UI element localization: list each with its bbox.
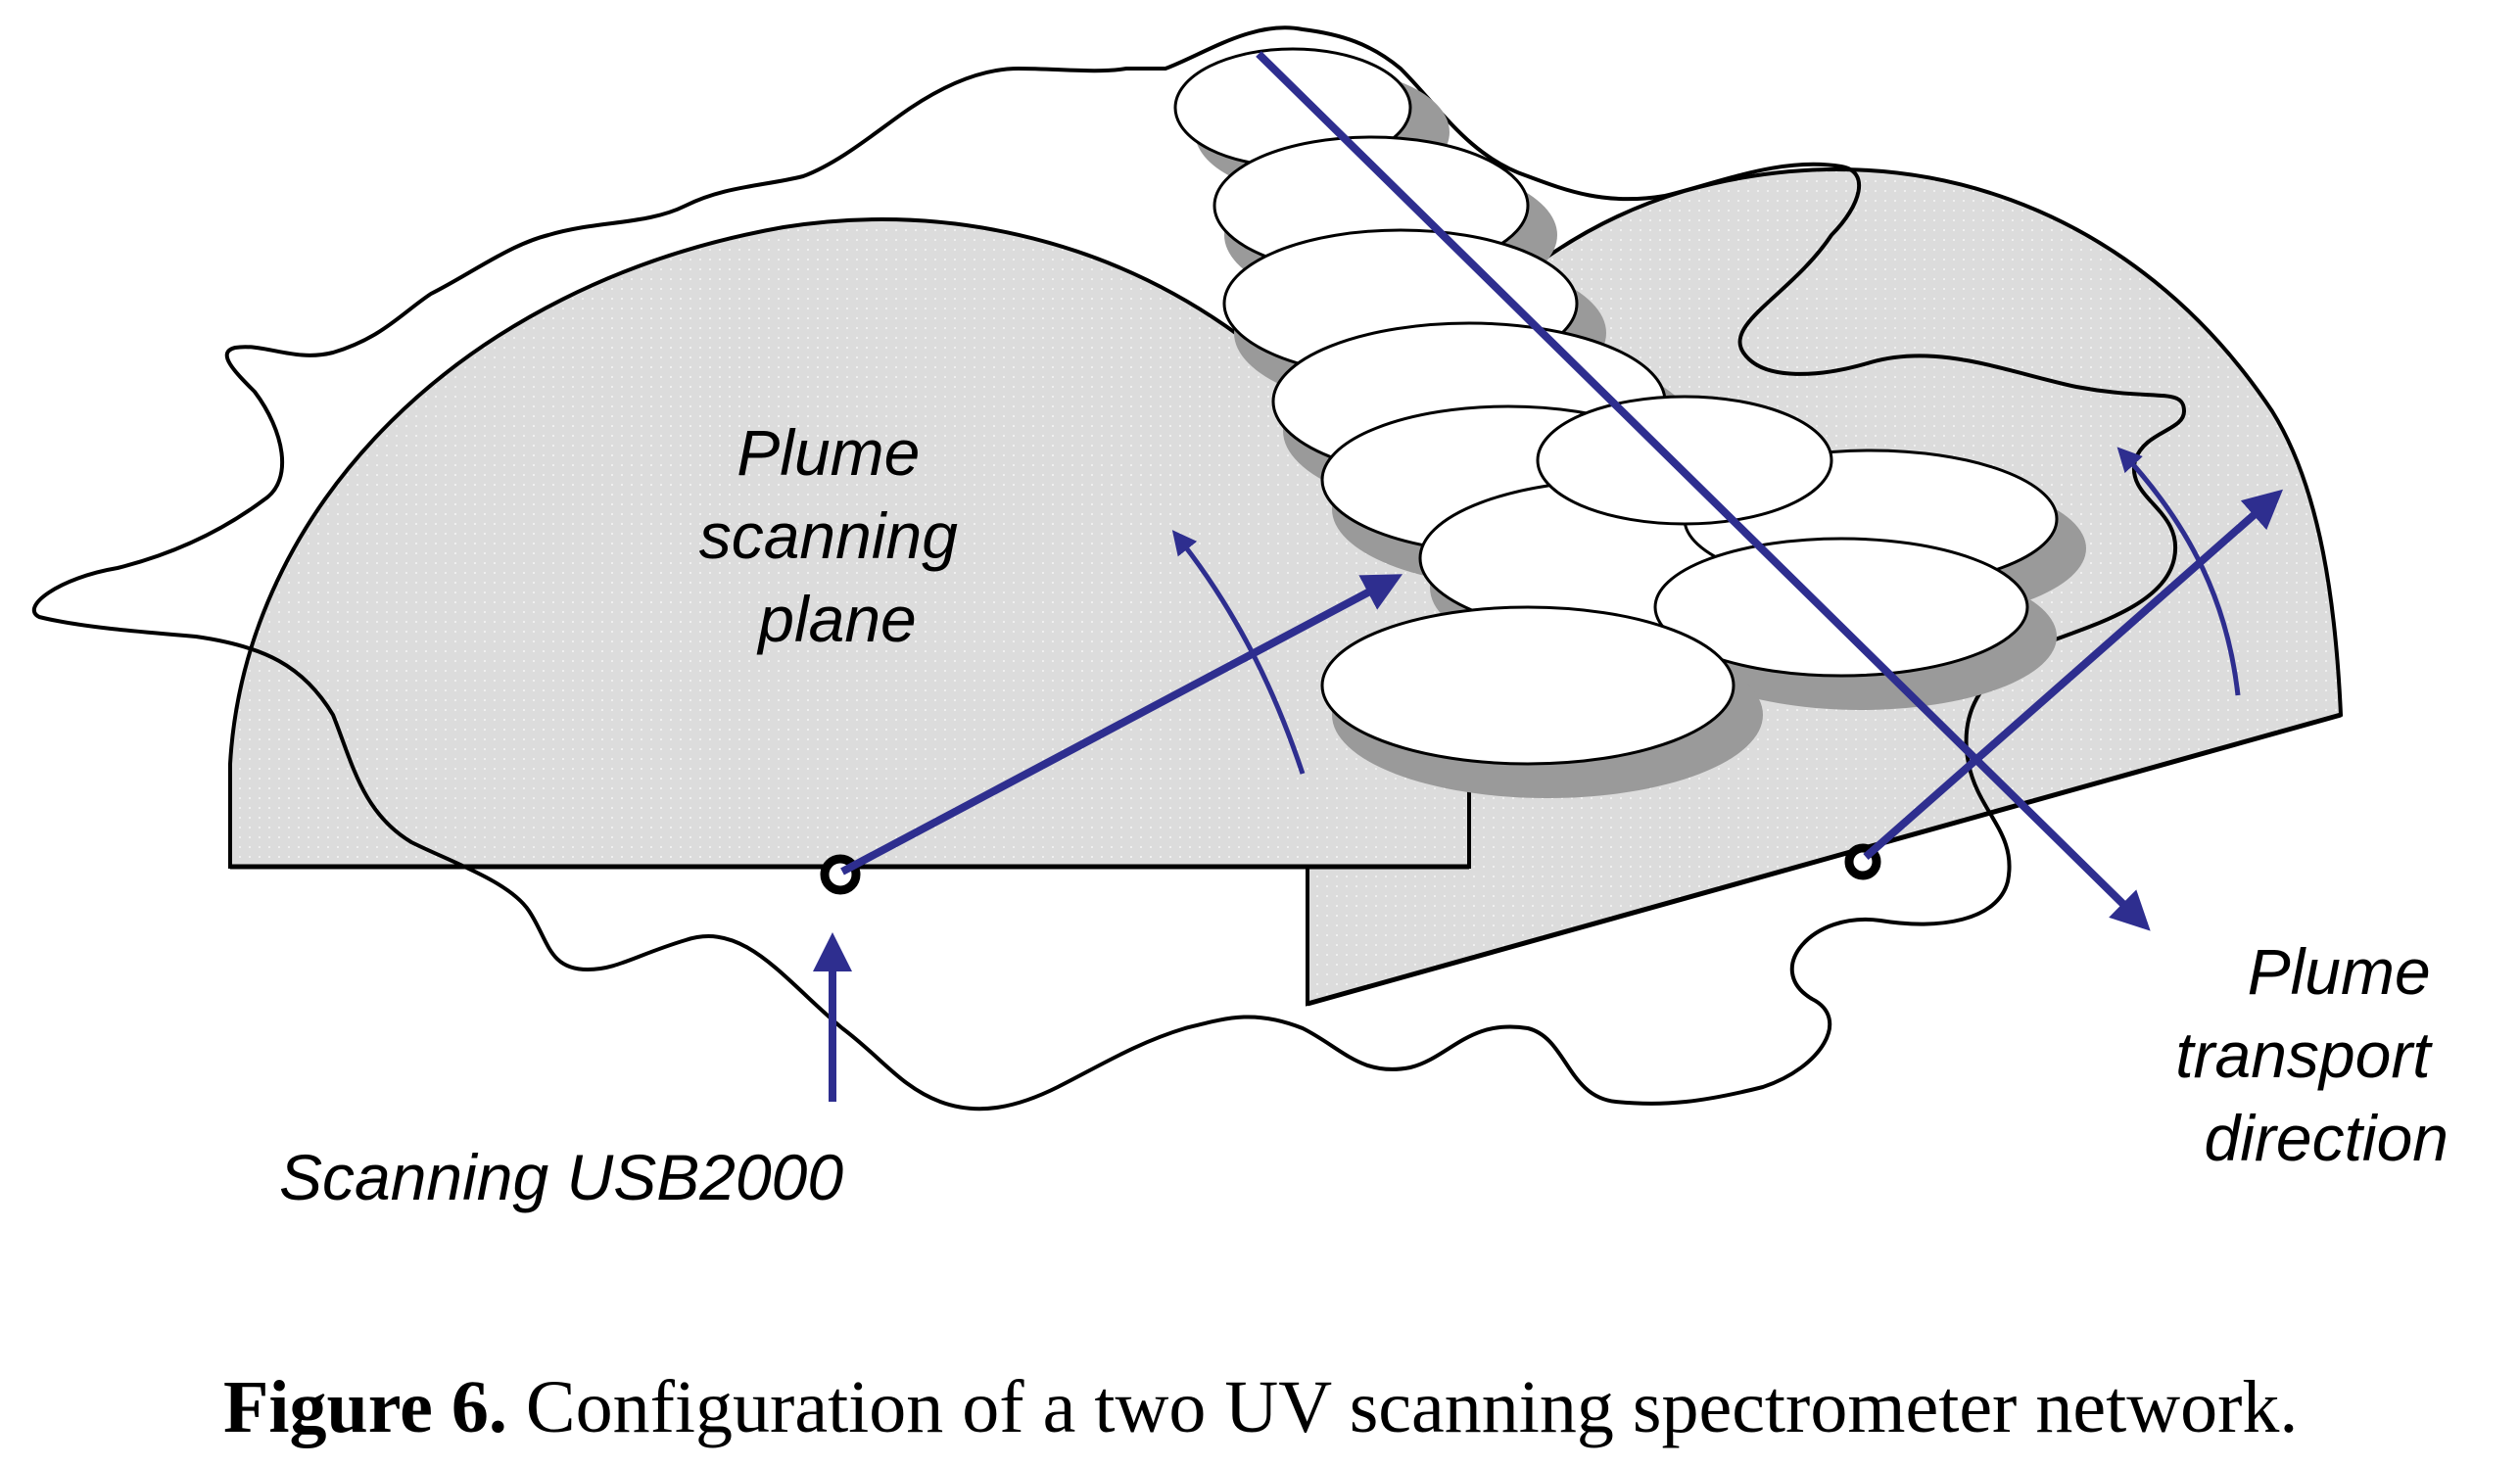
- left-scan-rotation-arrow: [1171, 530, 1306, 775]
- right-scan-rotation-arrow: [2116, 447, 2241, 696]
- right-scan-plane-baseline: [1307, 712, 2342, 1007]
- plume-transport-arrow: [1256, 51, 2151, 931]
- caption-text: Configuration of a two UV scanning spect…: [507, 1366, 2299, 1448]
- scanning-usb2000-label: Scanning USB2000: [279, 1141, 843, 1213]
- right-scan-ray-arrow: [1863, 489, 2284, 861]
- plume-transport-direction-label: Plume transport direction: [2175, 935, 2449, 1174]
- volcano-outline: [31, 25, 2187, 1112]
- plume-scanning-plane-label: Plume scanning plane: [699, 416, 976, 655]
- left-scan-ray-arrow: [840, 574, 1403, 875]
- figure-caption: Figure 6. Configuration of a two UV scan…: [223, 1366, 2298, 1448]
- caption-figure-number: Figure 6.: [223, 1366, 507, 1448]
